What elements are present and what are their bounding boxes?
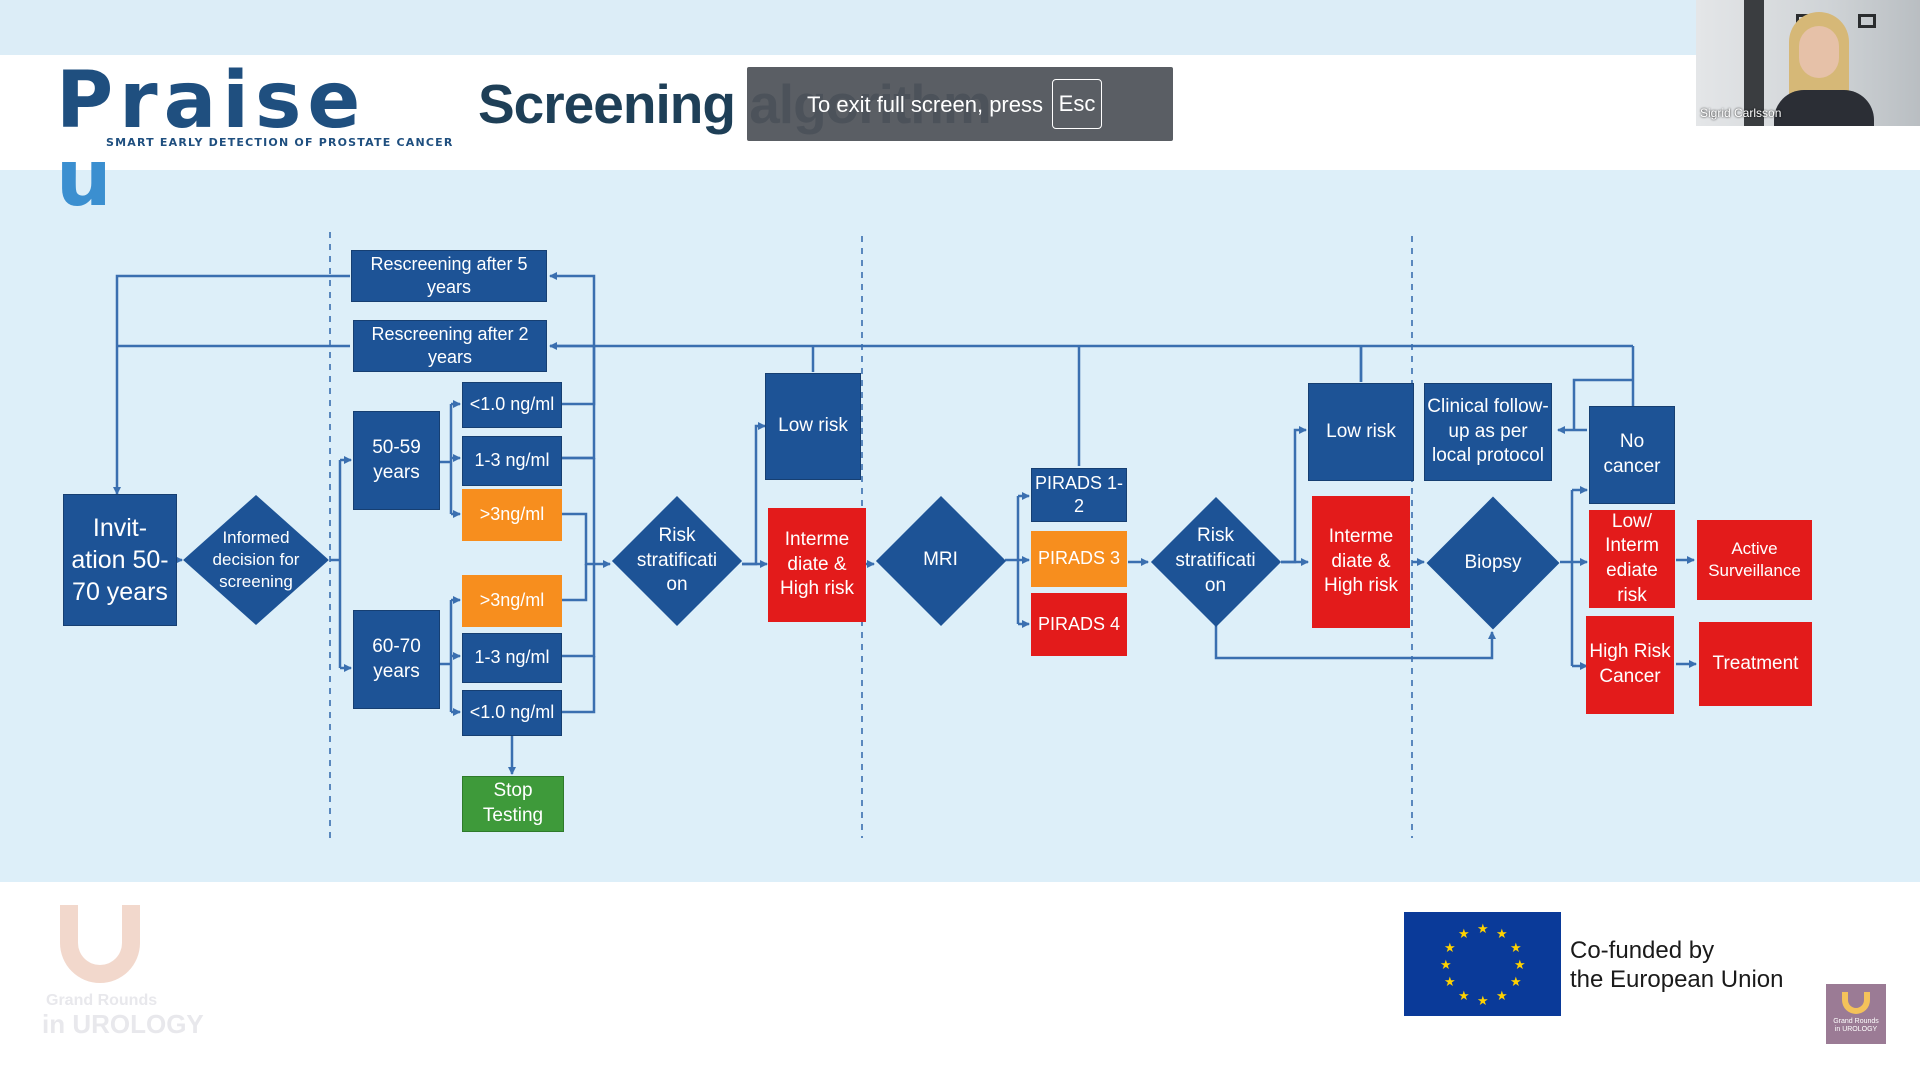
low-intermediate-risk-box: Low/ Interm ediate risk [1589, 510, 1675, 608]
low-risk-box-2: Low risk [1308, 383, 1414, 481]
participant-video-tile[interactable]: Sigrid Carlsson [1696, 0, 1920, 126]
u-logo-icon [60, 905, 140, 983]
esc-key-hint[interactable]: Esc [1052, 79, 1102, 129]
treatment-box: Treatment [1699, 622, 1812, 706]
mini-u-icon [1842, 992, 1870, 1014]
grand-rounds-text: Grand Rounds [46, 992, 158, 1009]
risk-stratification-diamond-2: Risk stratificati on [1150, 496, 1281, 627]
low-risk-box-1: Low risk [765, 373, 861, 480]
psa-under-1-box-b: <1.0 ng/ml [462, 690, 562, 736]
psa-under-1-box-a: <1.0 ng/ml [462, 382, 562, 428]
logo-u: u [56, 134, 118, 224]
rescreening-5-years-box: Rescreening after 5 years [351, 250, 547, 302]
intermediate-high-risk-box-1: Interme diate & High risk [768, 508, 866, 622]
biopsy-diamond: Biopsy [1426, 496, 1560, 630]
risk-stratification-diamond-1: Risk stratificati on [611, 495, 743, 627]
eu-line-1: Co-funded by [1570, 937, 1715, 964]
participant-face [1799, 26, 1839, 78]
active-surveillance-box: Active Surveillance [1697, 520, 1812, 600]
eu-line-2: the European Union [1570, 966, 1784, 994]
psa-1-3-box-a: 1-3 ng/ml [462, 436, 562, 486]
pirads-4-box: PIRADS 4 [1031, 593, 1127, 656]
logo-tagline: SMART EARLY DETECTION OF PROSTATE CANCER [106, 136, 454, 149]
eu-flag-icon: ★ ★ ★ ★ ★ ★ ★ ★ ★ ★ ★ ★ [1404, 912, 1561, 1016]
age-50-59-box: 50-59 years [353, 411, 440, 510]
psa-1-3-box-b: 1-3 ng/ml [462, 633, 562, 683]
grand-rounds-watermark-logo: Grand Rounds in UROLOGY [40, 905, 204, 1045]
stop-testing-box: Stop Testing [462, 776, 564, 832]
mri-diamond: MRI [875, 495, 1006, 626]
pirads-3-box: PIRADS 3 [1031, 531, 1127, 587]
no-cancer-box: No cancer [1589, 406, 1675, 504]
informed-decision-diamond: Informed decision for screening [182, 494, 330, 626]
fullscreen-notice-text: To exit full screen, press [807, 92, 1043, 117]
age-60-70-box: 60-70 years [353, 610, 440, 709]
logo-word: Praise [56, 56, 367, 146]
fullscreen-exit-notice: To exit full screen, press Esc [747, 67, 1173, 141]
psa-over-3-box-b: >3ng/ml [462, 575, 562, 627]
slide-footer [0, 882, 1920, 1080]
pirads-1-2-box: PIRADS 1-2 [1031, 468, 1127, 522]
praise-u-logo: Praise u SMART EARLY DETECTION OF PROSTA… [56, 62, 452, 218]
clinical-follow-up-box: Clinical follow-up as per local protocol [1424, 383, 1552, 481]
grand-rounds-mini-logo: Grand Rounds in UROLOGY [1826, 984, 1886, 1044]
rescreening-2-years-box: Rescreening after 2 years [353, 320, 547, 372]
intermediate-high-risk-box-2: Interme diate & High risk [1312, 496, 1410, 628]
high-risk-cancer-box: High Risk Cancer [1586, 616, 1674, 714]
top-band [0, 0, 1920, 55]
invitation-box: Invit-ation 50-70 years [63, 494, 177, 626]
eu-cofunded-text: Co-funded by the European Union [1570, 936, 1784, 995]
psa-over-3-box-a: >3ng/ml [462, 489, 562, 541]
participant-name: Sigrid Carlsson [1700, 106, 1782, 120]
mini-logo-text: Grand Rounds in UROLOGY [1833, 1018, 1879, 1034]
urology-text: in UROLOGY [42, 1009, 204, 1039]
